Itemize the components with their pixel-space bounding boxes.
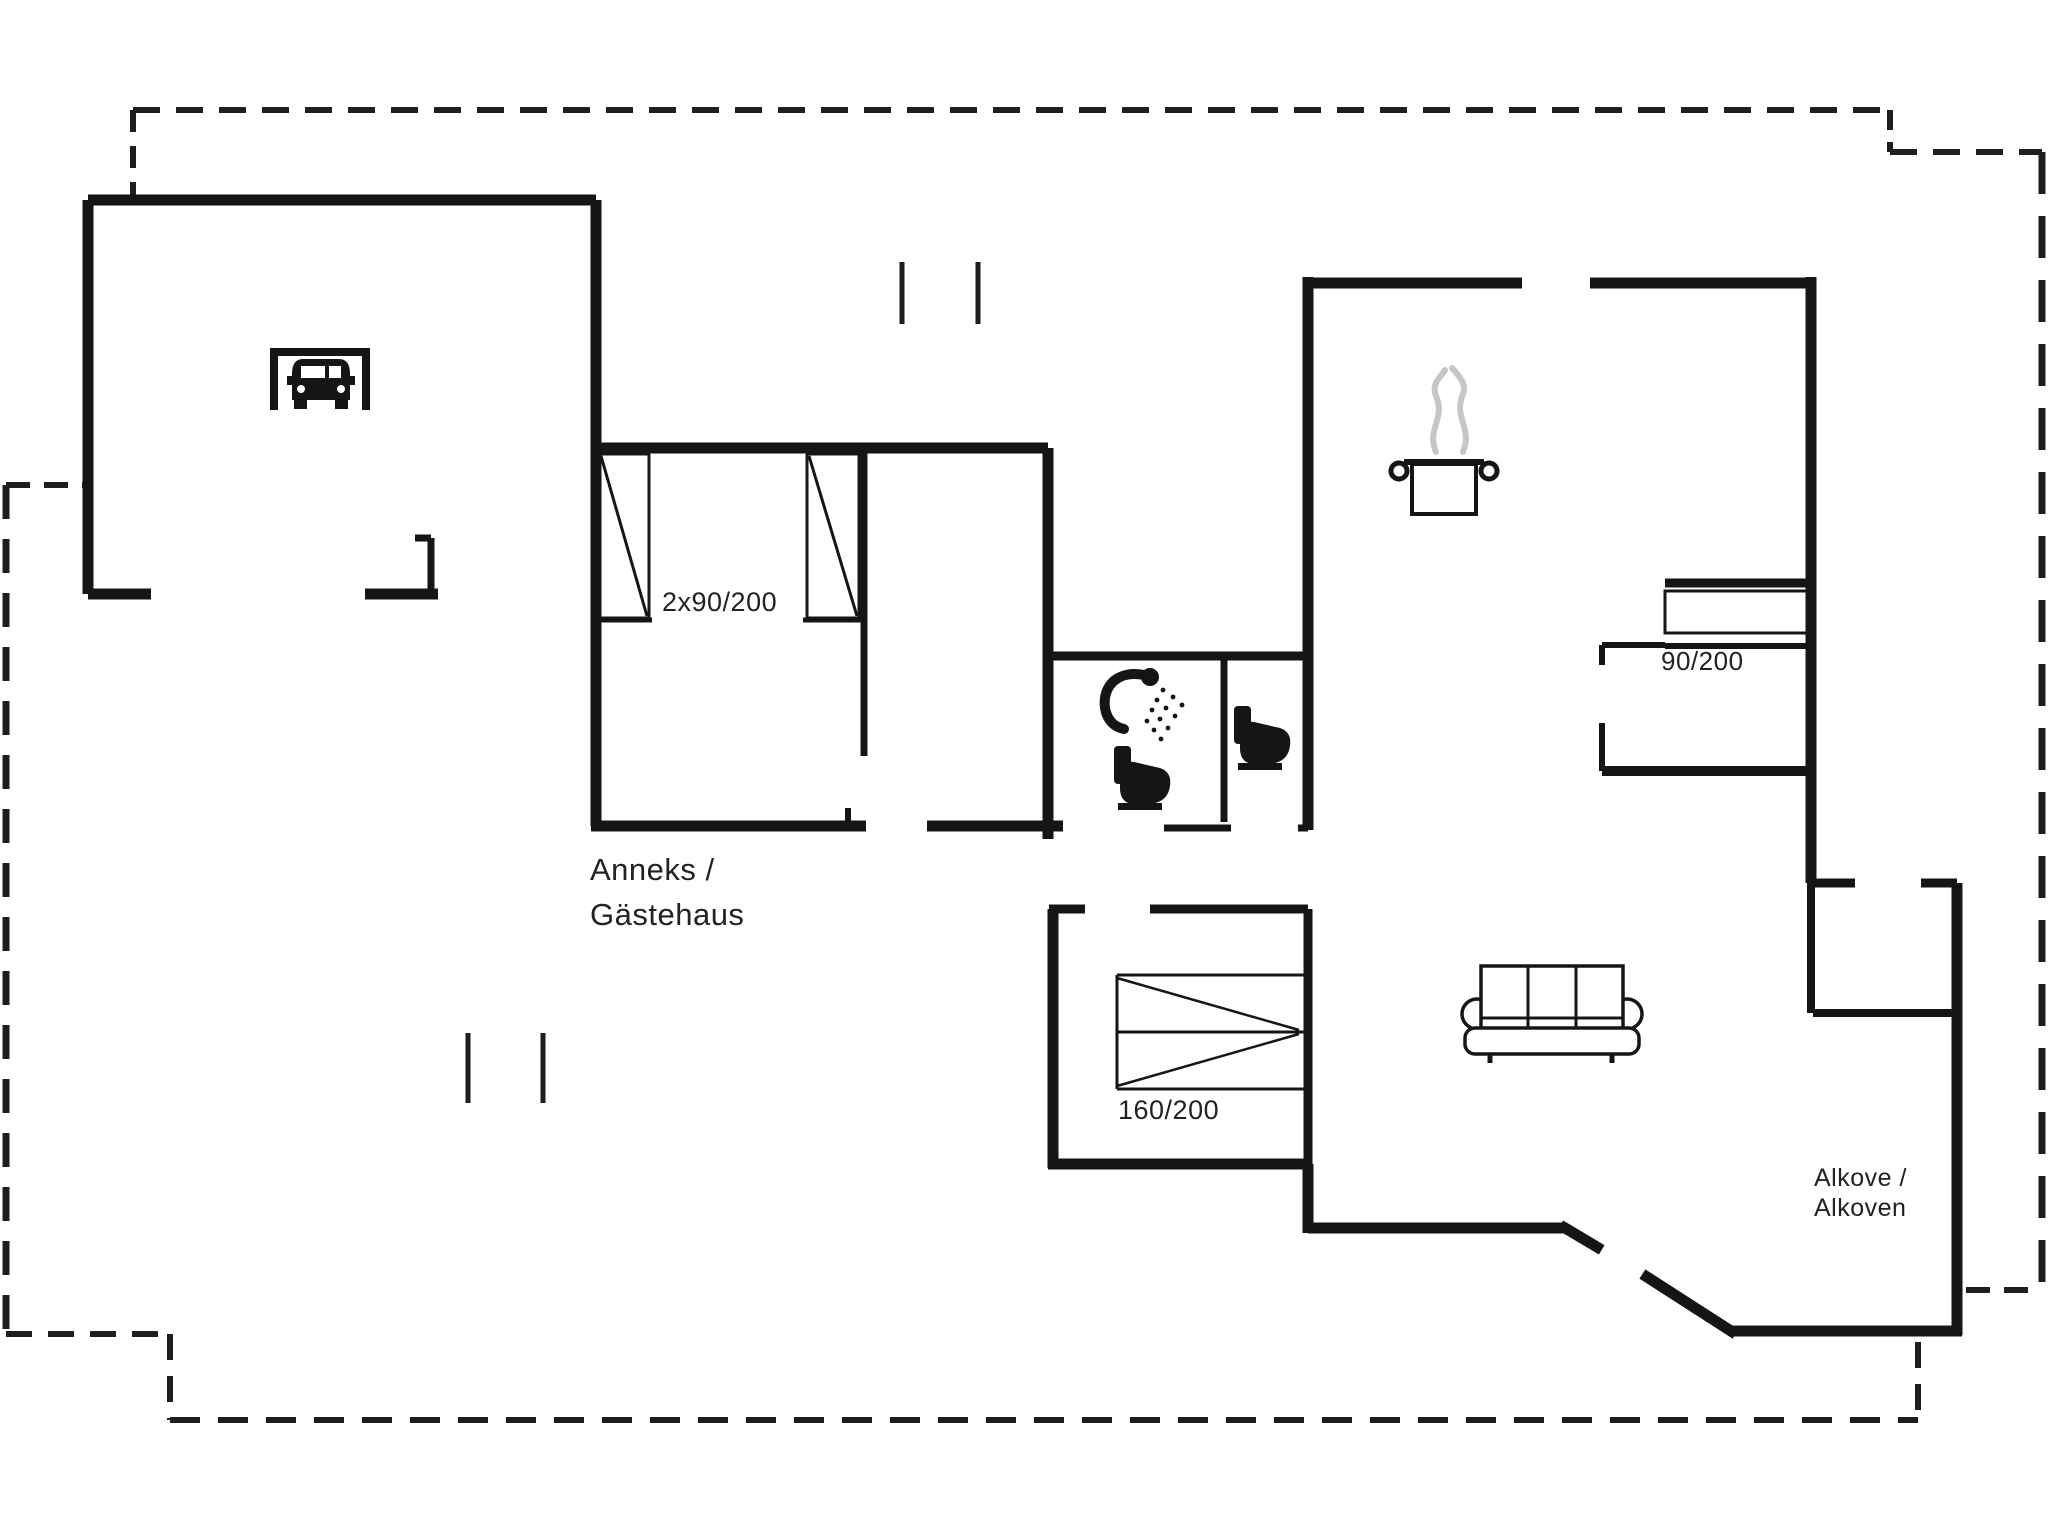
twin-beds-dimension-label: 2x90/200 [662, 587, 778, 617]
terrace-entry-ticks [465, 262, 981, 1103]
sofa-icon [1460, 964, 1644, 1063]
toilet-icon [1114, 746, 1171, 810]
single-bed-icon [591, 452, 652, 623]
steam-curl [1430, 367, 1448, 455]
terrace-boundary [2, 107, 2046, 1423]
car-icon [270, 348, 370, 410]
toilet-icon [1234, 706, 1291, 770]
annex-label-line2: Gästehaus [590, 897, 745, 932]
cooking-pot-icon [1388, 365, 1500, 516]
double-bed-dimension-label: 160/200 [1118, 1095, 1220, 1125]
steam-curl [1449, 365, 1469, 455]
single-bed-dimension-label: 90/200 [1661, 646, 1744, 676]
alcove-label-line1: Alkove / [1814, 1164, 1907, 1192]
single-bed-icon [803, 452, 861, 623]
walls [82, 194, 1963, 1339]
annex-label-line1: Anneks / [590, 852, 715, 887]
double-bed-icon [1115, 973, 1306, 1091]
shower-icon [1099, 668, 1185, 742]
wall-bed-icon [1663, 589, 1813, 649]
alcove-label-line2: Alkoven [1814, 1194, 1907, 1222]
